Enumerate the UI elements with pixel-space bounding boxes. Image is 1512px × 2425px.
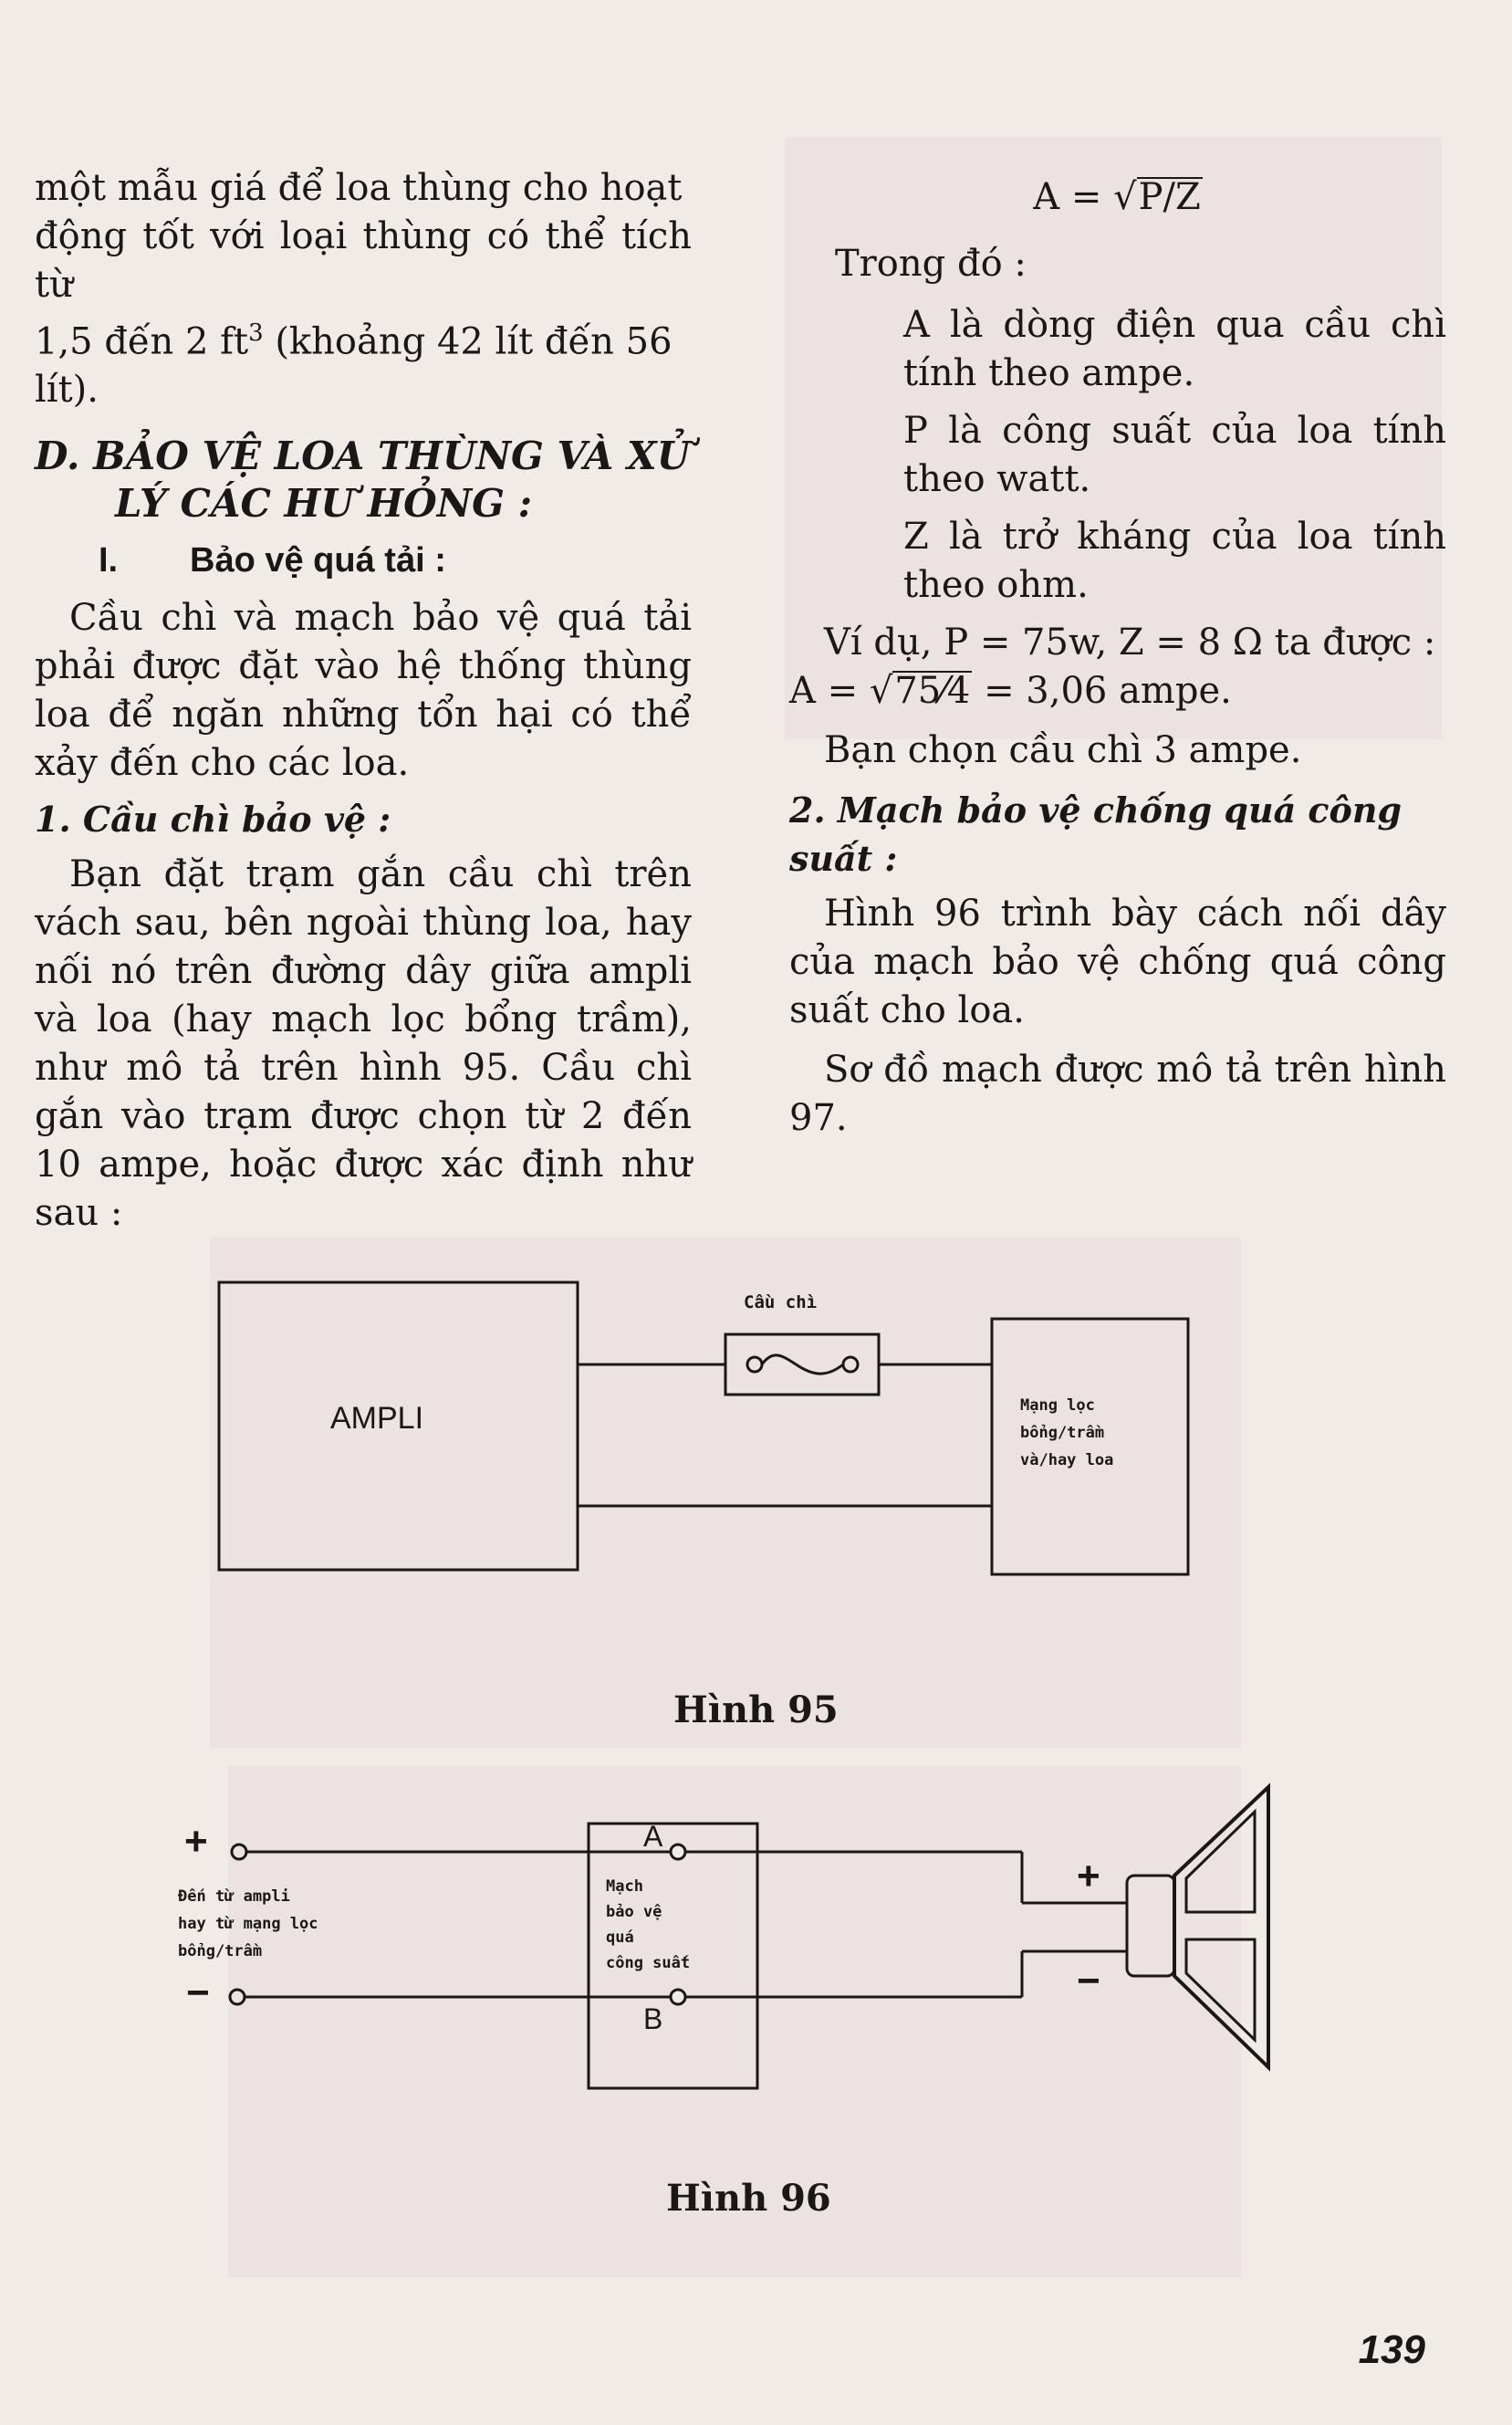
ampli-box [217,1280,579,1572]
intro-paragraph: một mẫu giá để loa thùng cho hoạt động t… [35,164,692,414]
overload-subheading: 2. Mạch bảo vệ chống quá công suất : [789,789,1403,879]
terminal-a [669,1843,687,1861]
terminal-b-label: B [643,2002,662,2035]
filter-box [990,1317,1190,1576]
intro-line-1: một mẫu giá để loa thùng cho hoạt [35,167,683,209]
example-line: Ví dụ, P = 75w, Z = 8 Ω ta được : [824,622,1436,664]
speaker-icon [1125,1782,1270,2072]
figure-95: AMPLI Cầu chì Mạng lọc bổng/trầm và/hay … [217,1280,1190,1576]
ampli-label: AMPLI [330,1401,423,1436]
terminal-b [669,1988,687,2006]
fig96-paragraph: Hình 96 trình bày cách nối dây của mạch … [789,893,1446,1031]
protection-label-2: bảo vệ [606,1902,662,1921]
filter-label-3: và/hay loa [1020,1451,1113,1469]
fuse-label: Cầu chì [744,1292,817,1312]
source-label-2: hay từ mạng lọc [178,1915,318,1933]
fuse-subheading: 1. Cầu chì bảo vệ : [35,799,391,841]
plus-input-terminal [230,1843,248,1861]
page-number: 139 [1358,2327,1425,2372]
intro-line-4: lít). [35,369,99,412]
terminal-a-label: A [643,1820,663,1853]
filter-label-1: Mạng lọc [1020,1396,1095,1415]
protection-label-1: Mạch [606,1877,643,1896]
right-column: A = √P/Z Trong đó : A là dòng điện qua c… [789,173,1446,1143]
minus-input-terminal [228,1988,246,2006]
source-label-1: Đến từ ampli [178,1887,290,1906]
fuse-formula: A = √P/Z [1033,176,1203,218]
definition-a: A là dòng điện qua cầu chì tính theo amp… [903,304,1446,394]
source-label-3: bổng/trầm [178,1941,262,1960]
fuse-detail-paragraph: Bạn đặt trạm gắn cầu chì trên vách sau, … [35,853,692,1235]
minus-input-sign: − [186,1970,210,2015]
protection-label-3: quá [606,1929,634,1947]
figure-95-caption: Hình 95 [673,1688,839,1731]
intro-line-3: 1,5 đến 2 ft3 (khoảng 42 lít đến 56 [35,319,673,363]
protection-label-4: công suất [606,1954,690,1972]
where-label: Trong đó : [835,243,1027,285]
section-d-heading: D. BẢO VỆ LOA THÙNG VÀ XỬ LÝ CÁC HƯ HỎNG… [35,434,691,527]
fuse-icon [746,1354,860,1375]
protection-box [587,1822,759,2090]
definition-z: Z là trở kháng của loa tính theo ohm. [903,516,1446,606]
section-i-heading: I.Bảo vệ quá tải : [99,541,446,580]
filter-label-2: bổng/trầm [1020,1423,1104,1442]
example-result: A = √75⁄4 = 3,06 ampe. [789,670,1232,712]
fuse-intro-paragraph: Cầu chì và mạch bảo vệ quá tải phải được… [35,597,692,785]
minus-output-sign: − [1077,1959,1100,2003]
figure-96-caption: Hình 96 [666,2177,831,2220]
left-column: một mẫu giá để loa thùng cho hoạt động t… [35,164,692,1238]
choose-fuse: Bạn chọn cầu chì 3 ampe. [824,729,1302,771]
plus-input-sign: + [184,1819,208,1864]
figure-96: + − Đến từ ampli hay từ mạng lọc bổng/tr… [178,1782,1270,2090]
plus-output-sign: + [1077,1854,1100,1898]
definition-p: P là công suất của loa tính theo watt. [903,410,1446,500]
intro-line-2: động tốt với loại thùng có thể tích từ [35,215,692,306]
fig97-paragraph: Sơ đồ mạch được mô tả trên hình 97. [789,1049,1446,1139]
